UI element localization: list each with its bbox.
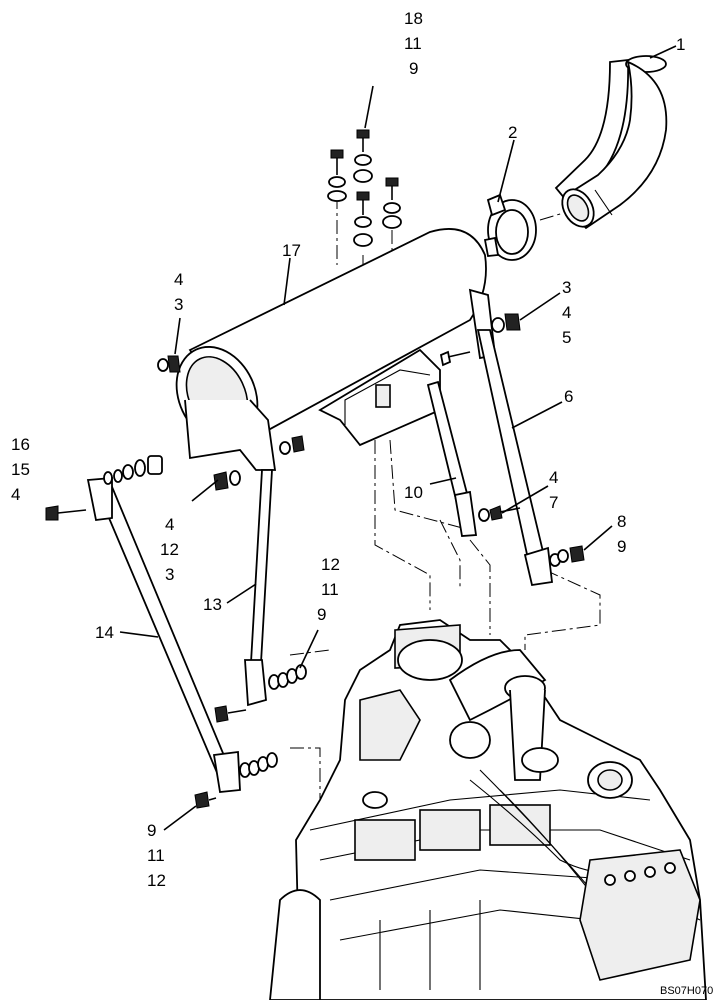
callout-8: 8	[617, 512, 626, 531]
callout-16: 16	[11, 435, 30, 454]
muffler	[175, 228, 496, 471]
callout-12-mid: 12	[321, 555, 340, 574]
callout-4-left: 4	[174, 270, 183, 289]
exhaust-pipe	[554, 55, 668, 230]
callout-bottom-b: 11	[147, 846, 165, 865]
callout-r-a: 3	[562, 278, 571, 297]
leader-lines	[119, 45, 677, 831]
callout-mid-c: 3	[165, 565, 174, 584]
callout-r-c: 5	[562, 328, 571, 347]
callout-13: 13	[203, 595, 222, 614]
callout-top-b: 11	[404, 34, 422, 53]
diagram-code: BS07H070	[660, 985, 713, 997]
callout-top-a: 18	[404, 9, 423, 28]
callout-r-b: 4	[562, 303, 571, 322]
callout-7: 7	[549, 493, 558, 512]
callout-11-mid: 11	[321, 580, 339, 599]
hardware	[45, 313, 585, 809]
callout-10: 10	[404, 483, 423, 502]
callout-15: 15	[11, 460, 30, 479]
support-rods	[86, 329, 553, 793]
callout-mid-b: 12	[160, 540, 179, 559]
callout-bottom-a: 9	[147, 821, 156, 840]
callout-mid-a: 4	[165, 515, 174, 534]
callout-1: 1	[676, 35, 685, 54]
callout-9-mid: 9	[317, 605, 326, 624]
callout-2: 2	[508, 123, 517, 142]
callout-17: 17	[282, 241, 301, 260]
engine-block	[269, 619, 707, 1000]
callout-bottom-c: 12	[147, 871, 166, 890]
callout-14: 14	[95, 623, 114, 642]
callout-top-c: 9	[409, 59, 418, 78]
callout-3-left: 3	[174, 295, 183, 314]
callout-4-far-left: 4	[11, 485, 20, 504]
callout-labels: 1 2 17 18 11 9 3 4 5 4 3 16 15 4 6 10 4 …	[11, 9, 713, 997]
callout-9-right: 9	[617, 537, 626, 556]
top-bolts	[327, 129, 402, 247]
callout-4-right: 4	[549, 468, 558, 487]
callout-6: 6	[564, 387, 573, 406]
exhaust-clamp	[483, 193, 537, 261]
